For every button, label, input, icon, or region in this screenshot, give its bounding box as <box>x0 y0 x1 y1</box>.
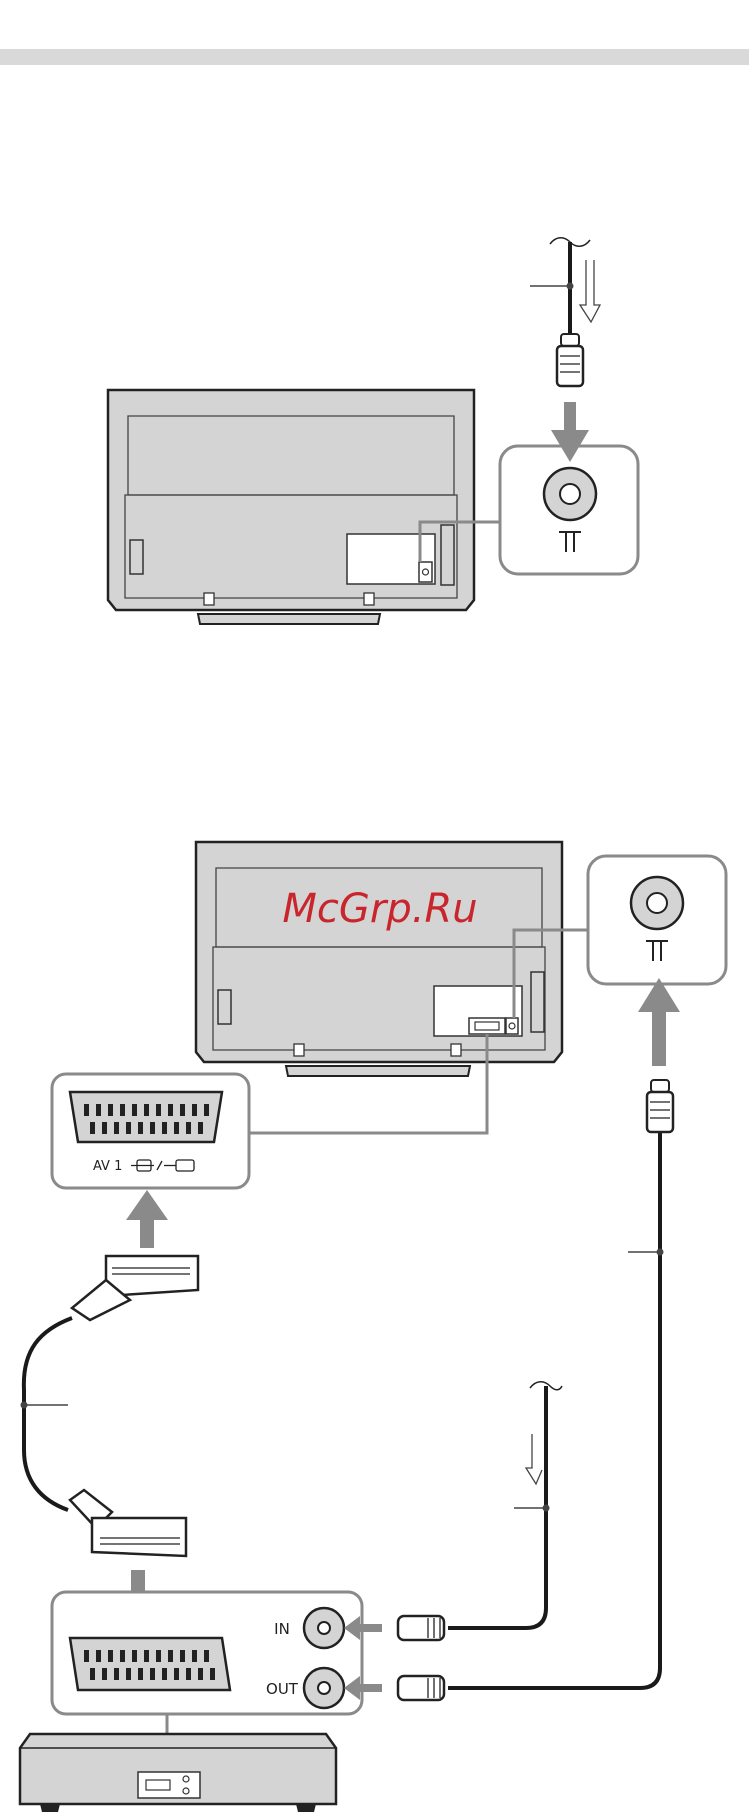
antenna-socket-callout-2 <box>588 856 726 984</box>
plug-in-arrow-scart <box>126 1190 168 1248</box>
out-port-label: OUT <box>266 1680 299 1698</box>
tv-rear-1 <box>108 390 474 624</box>
recorder-panel-callout: IN OUT <box>52 1592 362 1714</box>
recorder-device <box>20 1714 336 1812</box>
antenna-input-cable <box>398 1382 562 1640</box>
header-band <box>0 49 749 65</box>
antenna-socket-callout-1 <box>500 446 638 574</box>
av1-scart-callout: AV 1 <box>52 1074 249 1188</box>
watermark: McGrp.Ru <box>282 886 477 932</box>
diagram-2: McGrp.Ru <box>20 842 726 1812</box>
diagram-1 <box>108 238 638 624</box>
av1-label: AV 1 <box>93 1159 122 1174</box>
antenna-cable-1 <box>530 238 600 386</box>
recorder-to-tv-cable <box>398 1080 673 1700</box>
tv-rear-2 <box>196 842 562 1076</box>
scart-cable <box>21 1256 199 1556</box>
plug-in-arrow-tv-antenna <box>638 978 680 1066</box>
in-port-label: IN <box>274 1620 290 1638</box>
